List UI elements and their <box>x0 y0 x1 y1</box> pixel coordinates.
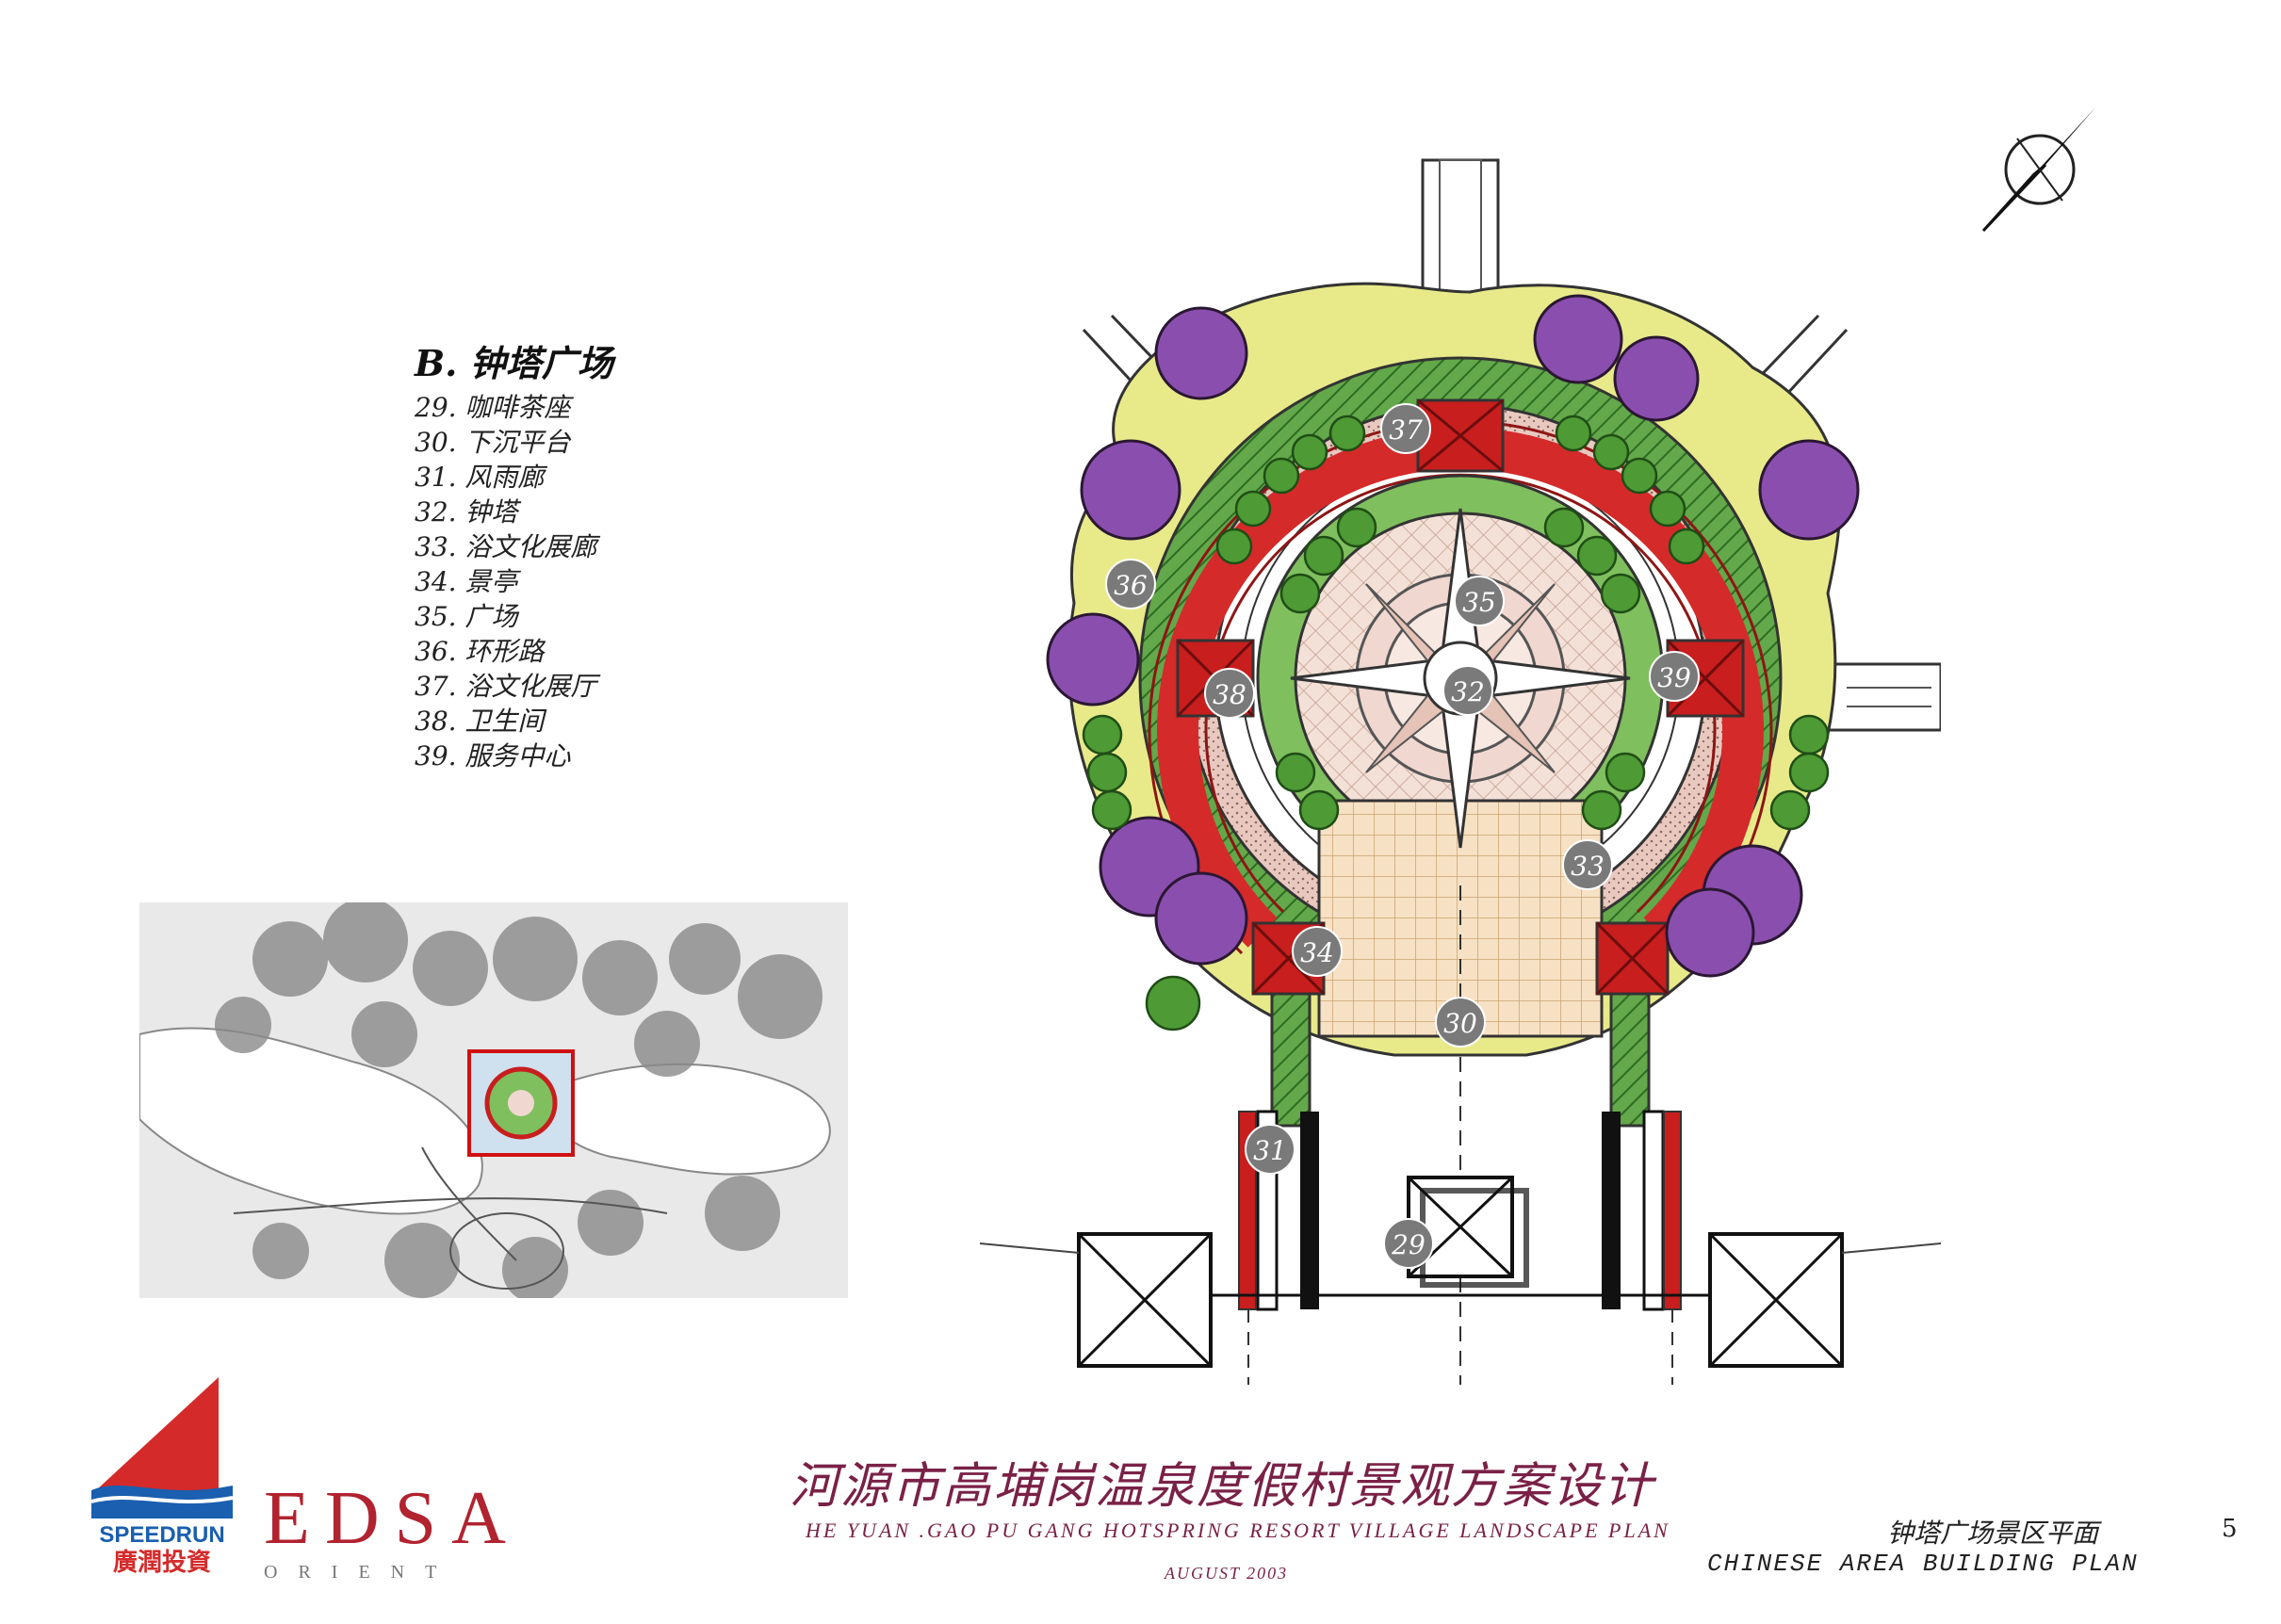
svg-text:29: 29 <box>1391 1229 1426 1260</box>
plan-marker-37: 37 <box>1380 403 1431 454</box>
svg-text:35: 35 <box>1462 587 1496 618</box>
legend-item: 30. 下沉平台 <box>415 427 571 458</box>
sheet-title-cn: 钟塔广场景区平面 <box>1887 1518 2099 1549</box>
legend-item: 39. 服务中心 <box>415 740 571 771</box>
legend-item: 34. 景亭 <box>415 566 518 597</box>
legend-item: 38. 卫生间 <box>415 706 545 737</box>
svg-text:39: 39 <box>1657 662 1691 693</box>
plan-marker-38: 38 <box>1204 668 1255 719</box>
svg-text:33: 33 <box>1571 851 1605 882</box>
edsa-logo: EDSA ORIENT <box>264 1481 521 1583</box>
svg-text:SPEEDRUN: SPEEDRUN <box>99 1522 224 1548</box>
green-tree-group <box>1082 414 1830 1031</box>
plan-marker-31: 31 <box>1245 1124 1295 1175</box>
plan-marker-32: 32 <box>1442 665 1493 716</box>
legend-item: 35. 广场 <box>415 601 518 632</box>
project-title-en: HE YUAN .GAO PU GANG HOTSPRING RESORT VI… <box>806 1518 1670 1542</box>
north-arrow-icon <box>1981 106 2096 233</box>
project-date: AUGUST 2003 <box>1165 1564 1289 1583</box>
legend-title: B. 钟塔广场 <box>415 342 613 384</box>
svg-text:31: 31 <box>1253 1135 1287 1166</box>
svg-text:36: 36 <box>1114 570 1148 601</box>
clock-tower-plaza-plan: 37 36 35 32 38 39 33 34 30 31 29 <box>980 158 1941 1385</box>
legend-item: 29. 咖啡茶座 <box>415 392 571 423</box>
legend-item: 33. 浴文化展廊 <box>415 531 597 562</box>
plan-legend: B. 钟塔广场 29. 咖啡茶座 30. 下沉平台 31. 风雨廊 32. 钟塔… <box>415 334 810 773</box>
plan-marker-35: 35 <box>1454 576 1505 626</box>
plan-marker-29: 29 <box>1383 1218 1434 1269</box>
site-key-map <box>139 902 848 1298</box>
plan-marker-34: 34 <box>1292 926 1343 977</box>
project-title-cn: 河源市高埔岗温泉度假村景观方案设计 <box>790 1458 1655 1515</box>
plan-marker-36: 36 <box>1105 559 1156 609</box>
legend-item: 37. 浴文化展厅 <box>415 671 597 702</box>
speedrun-logo: SPEEDRUN 廣潤投資 <box>87 1377 237 1579</box>
svg-text:37: 37 <box>1389 414 1423 446</box>
edsa-wordmark: EDSA <box>264 1477 521 1560</box>
plan-marker-39: 39 <box>1649 651 1700 702</box>
speedrun-sail-icon: SPEEDRUN 廣潤投資 <box>90 1377 234 1577</box>
svg-text:廣潤投資: 廣潤投資 <box>113 1549 211 1575</box>
purple-tree-group <box>1046 294 1860 978</box>
plan-marker-33: 33 <box>1562 839 1613 890</box>
page-number: 5 <box>2222 1515 2238 1543</box>
legend-item: 36. 环形路 <box>415 636 545 667</box>
svg-text:34: 34 <box>1300 937 1334 968</box>
sheet-title-en: CHINESE AREA BUILDING PLAN <box>1707 1550 2139 1578</box>
plan-marker-30: 30 <box>1435 997 1486 1047</box>
legend-item: 31. 风雨廊 <box>415 462 545 493</box>
svg-text:32: 32 <box>1451 676 1485 707</box>
legend-item: 32. 钟塔 <box>415 496 518 528</box>
svg-text:38: 38 <box>1213 679 1246 710</box>
edsa-subline: ORIENT <box>264 1562 458 1583</box>
svg-text:30: 30 <box>1443 1008 1477 1039</box>
